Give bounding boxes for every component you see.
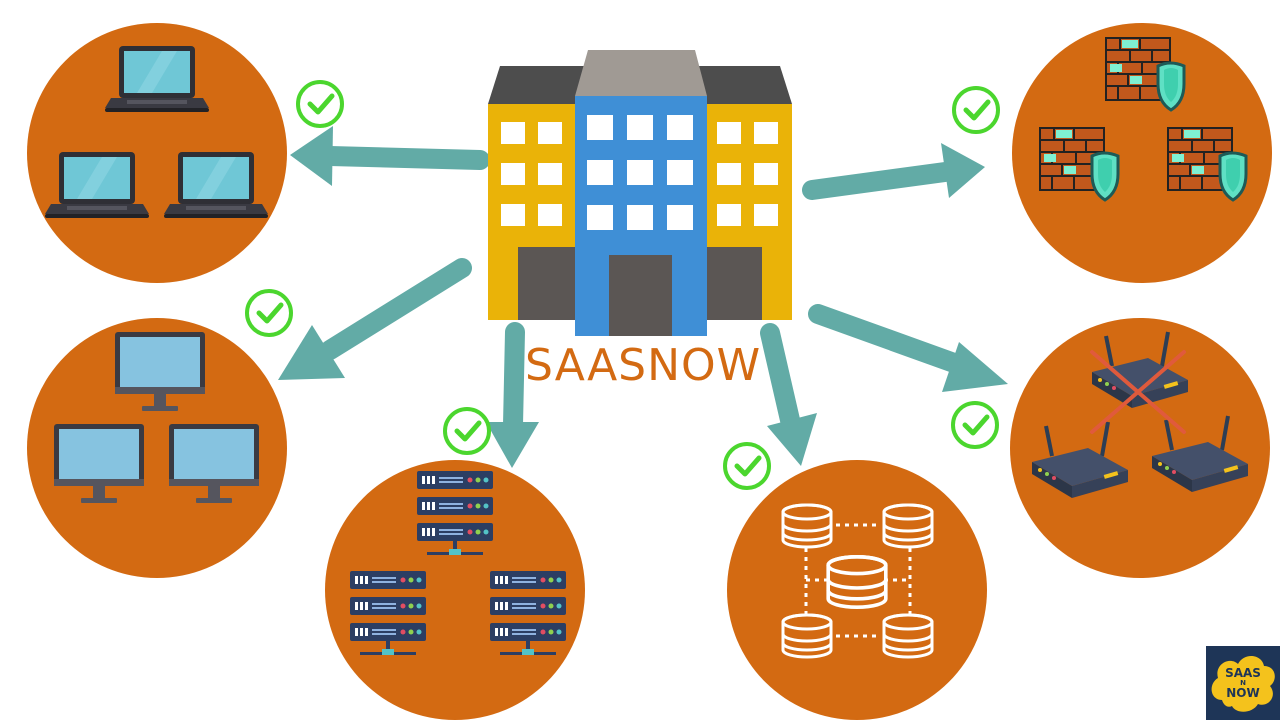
routers-node <box>1010 318 1270 578</box>
check-icon <box>725 444 769 488</box>
check-icon <box>953 403 997 447</box>
logo: SAAS N NOW <box>1206 646 1280 720</box>
laptop-icon <box>45 152 149 218</box>
arrow-to-databases <box>760 323 817 466</box>
arrow-to-laptops <box>290 126 490 186</box>
desktops-node <box>27 318 287 578</box>
routers-group <box>1030 330 1250 500</box>
databases-node <box>727 460 987 720</box>
logo-cloud-shape <box>1206 646 1280 720</box>
laptop-icon <box>164 152 268 218</box>
arrow-to-firewalls <box>802 143 985 200</box>
arrow-to-servers <box>486 322 539 468</box>
check-icon <box>298 82 342 126</box>
databases-group <box>781 503 934 659</box>
laptops-node <box>27 23 287 283</box>
failed-x-icon <box>1090 350 1186 434</box>
logo-line3: NOW <box>1226 686 1260 700</box>
check-icon <box>247 291 291 335</box>
logo-line2: N <box>1240 679 1246 687</box>
arrow-to-desktops <box>278 258 472 380</box>
check-icon <box>954 88 998 132</box>
company-name-label: SAASNOW <box>525 340 762 391</box>
arrow-to-routers <box>808 304 1008 392</box>
firewalls-node <box>1012 23 1272 283</box>
arrows <box>278 126 1008 468</box>
laptop-icon <box>105 46 209 112</box>
company-building-icon <box>488 50 792 336</box>
servers-node <box>325 460 585 720</box>
check-icon <box>445 409 489 453</box>
logo-line1: SAAS <box>1225 666 1261 680</box>
